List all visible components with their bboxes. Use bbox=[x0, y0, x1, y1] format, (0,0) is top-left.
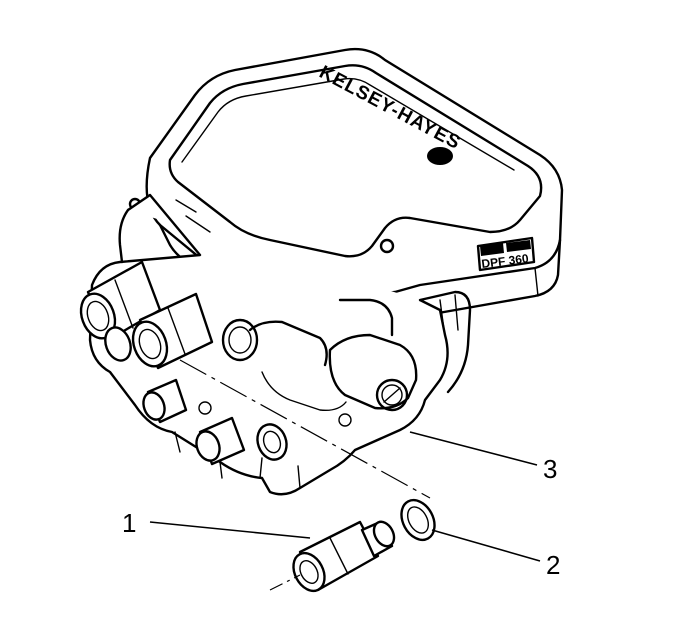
callout-1-leader bbox=[149, 521, 311, 539]
brand-logo-icon bbox=[427, 147, 453, 165]
callout-3: 3 bbox=[543, 454, 557, 484]
plugged-port-a bbox=[142, 378, 188, 424]
callout-1: 1 bbox=[122, 508, 136, 538]
plugged-port-b bbox=[195, 416, 288, 466]
alignment-centerline bbox=[179, 359, 431, 499]
label-plate: DPF 360 bbox=[476, 236, 536, 272]
callout-2: 2 bbox=[546, 550, 560, 580]
valve-body bbox=[88, 193, 472, 496]
brake-line-port-1 bbox=[79, 260, 162, 342]
brake-line-port-3 bbox=[104, 326, 132, 362]
alignment-centerline-lower bbox=[269, 574, 301, 591]
label-plate-text: DPF 360 bbox=[481, 251, 530, 271]
callout-2-leader bbox=[431, 529, 541, 562]
brake-line-port-2 bbox=[131, 292, 214, 370]
o-ring-seal bbox=[400, 498, 436, 542]
callout-3-leader bbox=[409, 431, 538, 466]
port-plug bbox=[292, 520, 396, 593]
